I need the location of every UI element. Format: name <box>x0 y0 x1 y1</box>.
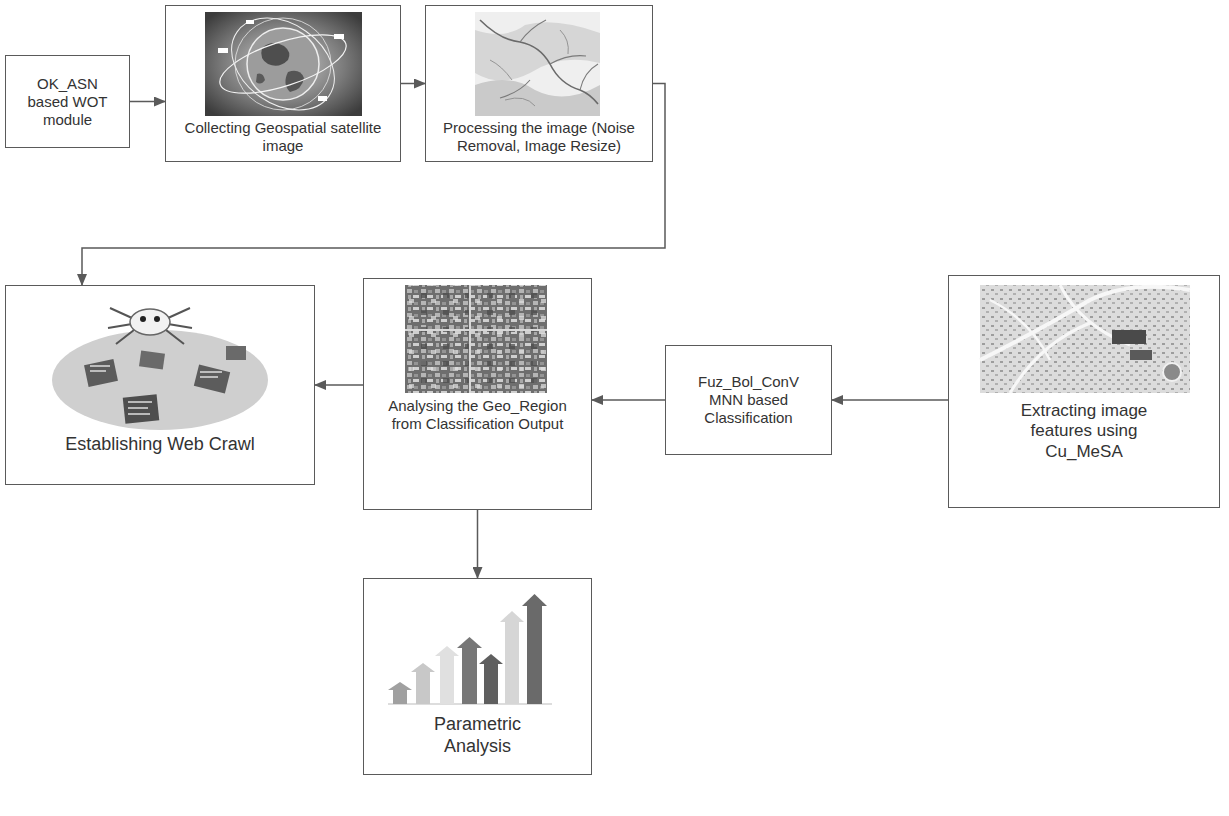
box-label: Parametric Analysis <box>408 714 548 757</box>
web-crawler-picture-part <box>130 309 170 335</box>
aerial-suburb-image <box>980 285 1190 393</box>
flow-arrow <box>401 83 425 85</box>
bar-chart-picture-part <box>462 648 477 704</box>
satellite-globe-part <box>246 20 254 24</box>
terrain-map <box>475 12 600 116</box>
web-crawler-picture-part <box>139 350 165 369</box>
box-label: Extracting image features using Cu_MeSA <box>994 401 1174 462</box>
satellite-globe-part <box>256 74 265 84</box>
module-box: OK_ASN based WOT module <box>5 55 130 148</box>
bar-chart-picture-part <box>479 654 503 664</box>
web-crawler-picture-part <box>140 316 146 322</box>
terrain-map-part <box>475 12 600 116</box>
bar-chart-picture-part <box>388 682 412 690</box>
process-box: Analysing the Geo_Region from Classifica… <box>363 278 592 510</box>
flow-arrow <box>477 510 479 578</box>
process-box: Establishing Web Crawl <box>5 285 315 485</box>
flow-arrow <box>82 84 665 286</box>
satellite-globe <box>205 0 362 129</box>
bar-chart-picture-part <box>393 690 407 704</box>
web-crawler-picture-part <box>194 364 230 393</box>
web-crawler-picture-part <box>226 346 246 360</box>
box-label: Establishing Web Crawl <box>65 434 255 456</box>
bar-chart-picture <box>388 594 552 704</box>
satellite-globe-part <box>318 96 327 101</box>
web-crawler-picture-part <box>123 394 160 423</box>
flow-arrow <box>130 101 165 103</box>
process-box: Collecting Geospatial satellite image <box>165 5 401 162</box>
bar-chart-picture-part <box>435 646 459 656</box>
process-box: Processing the image (Noise Removal, Ima… <box>425 5 653 162</box>
web-crawler-picture-part <box>52 330 268 430</box>
aerial-suburb-image-part <box>1163 363 1181 381</box>
satellite-globe-part <box>247 28 319 100</box>
web-crawler-picture-part <box>84 359 118 387</box>
bar-chart-picture-part <box>527 606 542 704</box>
bar-chart-picture-part <box>505 622 519 704</box>
bar-chart-picture-part <box>484 664 498 704</box>
aerial-suburb-image-part <box>980 285 1190 393</box>
box-label: Processing the image (Noise Removal, Ima… <box>439 119 639 155</box>
bar-chart-picture-part <box>500 611 524 622</box>
terrain-map-part <box>480 20 598 104</box>
web-crawler-picture-part <box>154 316 160 322</box>
satellite-globe-part <box>218 48 228 53</box>
satellite-globe-part <box>214 0 352 129</box>
process-box: Parametric Analysis <box>363 578 592 775</box>
flow-arrow <box>315 384 363 386</box>
flow-arrow <box>832 399 948 401</box>
web-crawler-picture-part <box>90 366 222 414</box>
web-crawler-picture-part <box>108 308 192 344</box>
aerial-city-image-part <box>405 285 547 393</box>
process-box: Extracting image features using Cu_MeSA <box>948 275 1220 508</box>
satellite-globe-part <box>205 12 362 116</box>
bar-chart-picture-part <box>411 663 435 672</box>
box-label: OK_ASN based WOT module <box>22 75 114 129</box>
aerial-suburb-image-part <box>1130 350 1152 360</box>
bar-chart-picture-part <box>416 672 430 704</box>
bar-chart-picture-part <box>522 594 547 606</box>
box-label: Analysing the Geo_Region from Classifica… <box>380 397 575 433</box>
aerial-suburb-image-part <box>990 300 1050 360</box>
web-crawler-picture <box>52 308 268 430</box>
aerial-city-image-part <box>405 285 547 393</box>
bar-chart-picture-part <box>457 637 482 648</box>
aerial-suburb-image-part <box>1112 330 1146 344</box>
terrain-map-part <box>490 30 568 106</box>
box-label: Fuz_Bol_ConV MNN based Classification <box>683 373 815 427</box>
aerial-suburb-image-part <box>980 287 1190 360</box>
satellite-globe-part <box>235 18 331 110</box>
aerial-city-image <box>405 285 547 393</box>
satellite-globe-part <box>334 34 344 39</box>
aerial-city-image-part <box>405 285 547 393</box>
terrain-map-part <box>500 20 598 98</box>
classifier-box: Fuz_Bol_ConV MNN based Classification <box>665 345 832 455</box>
bar-chart-picture-part <box>440 656 454 704</box>
flow-arrow <box>592 399 665 401</box>
box-label: Collecting Geospatial satellite image <box>181 119 386 155</box>
